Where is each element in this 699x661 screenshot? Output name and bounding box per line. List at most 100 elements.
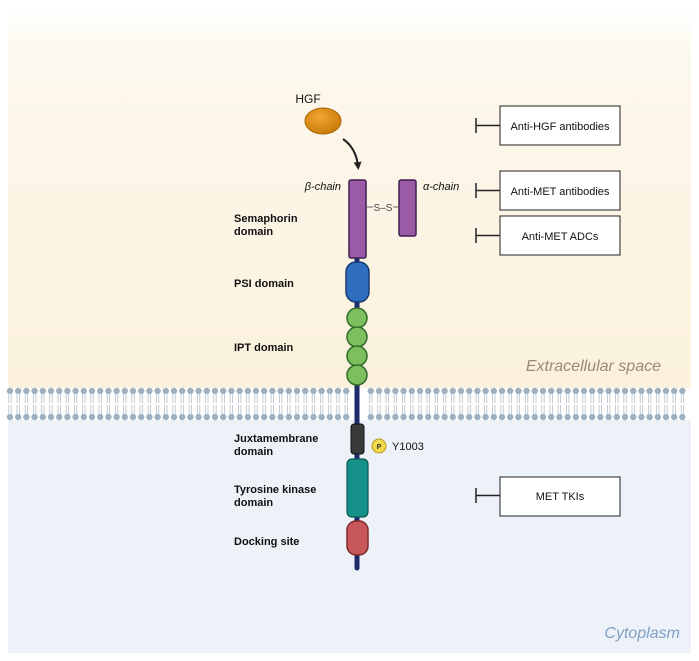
lipid-head: [613, 387, 620, 395]
lipid-head: [572, 413, 579, 421]
lipid-head: [170, 413, 178, 421]
lipid-head: [72, 413, 79, 421]
lipid-head: [121, 413, 128, 421]
lipid-head: [228, 387, 235, 395]
lipid-head: [548, 413, 555, 421]
lipid-head: [211, 387, 219, 395]
cell-membrane: [6, 387, 686, 421]
lipid-head: [64, 387, 71, 395]
lipid-head: [515, 387, 522, 395]
lipid-head: [523, 387, 530, 395]
lipid-head: [400, 387, 407, 395]
lipid-head: [367, 413, 374, 421]
lipid-head: [589, 387, 596, 395]
lipid-head: [129, 387, 137, 395]
lipid-head: [277, 387, 284, 395]
hgf-label: HGF: [295, 92, 320, 106]
lipid-head: [179, 413, 186, 421]
hgf-ligand: [304, 107, 342, 135]
lipid-head: [597, 387, 604, 395]
lipid-head: [88, 387, 96, 395]
lipid-head: [654, 387, 661, 395]
lipid-head: [47, 413, 55, 421]
lipid-head: [384, 387, 391, 395]
lipid-head: [154, 413, 161, 421]
lipid-head: [261, 387, 268, 395]
lipid-head: [334, 413, 342, 421]
lipid-head: [6, 387, 14, 395]
lipid-head: [252, 387, 260, 395]
semaphorin-domain-label: Semaphorin domain: [234, 213, 301, 238]
lipid-head: [56, 413, 63, 421]
lipid-head: [203, 413, 210, 421]
disulfide-label: S–S: [374, 203, 393, 214]
lipid-head: [572, 387, 579, 395]
lipid-head: [244, 387, 251, 395]
lipid-head: [97, 387, 104, 395]
semaphorin-domain-beta-chain: [348, 179, 367, 259]
lipid-head: [605, 387, 612, 395]
lipid-head: [613, 413, 620, 421]
alpha-chain-label: α-chain: [423, 181, 459, 193]
lipid-head: [326, 413, 333, 421]
anti-met-adcs-label: Anti-MET ADCs: [522, 231, 599, 243]
lipid-head: [72, 387, 79, 395]
lipid-head: [433, 413, 440, 421]
phosphorylation-site: [371, 438, 387, 454]
lipid-head: [638, 413, 645, 421]
lipid-head: [408, 387, 415, 395]
lipid-head: [244, 413, 251, 421]
lipid-head: [556, 413, 563, 421]
lipid-head: [187, 387, 194, 395]
lipid-head: [162, 387, 169, 395]
lipid-head: [88, 413, 96, 421]
lipid-head: [548, 387, 555, 395]
lipid-head: [15, 413, 22, 421]
lipid-head: [474, 387, 481, 395]
lipid-head: [646, 387, 653, 395]
tyrosine-kinase-domain: [346, 458, 369, 518]
lipid-head: [228, 413, 235, 421]
lipid-head: [597, 413, 604, 421]
y1003-label: Y1003: [392, 441, 424, 453]
lipid-head: [211, 413, 219, 421]
lipid-head: [621, 387, 629, 395]
lipid-head: [539, 387, 547, 395]
lipid-head: [334, 387, 342, 395]
lipid-head: [416, 413, 424, 421]
beta-chain-label: β-chain: [304, 181, 341, 193]
inhibitor-met-tkis: MET TKIs: [475, 476, 621, 517]
lipid-head: [375, 387, 383, 395]
lipid-head: [384, 413, 391, 421]
lipid-head: [457, 413, 465, 421]
lipid-head: [375, 413, 383, 421]
lipid-head: [449, 387, 456, 395]
lipid-head: [15, 387, 22, 395]
lipid-head: [564, 413, 571, 421]
lipid-head: [400, 413, 407, 421]
lipid-head: [531, 413, 538, 421]
lipid-head: [605, 413, 612, 421]
lipid-head: [23, 413, 30, 421]
lipid-head: [416, 387, 424, 395]
lipid-head: [318, 413, 325, 421]
docking-site: [346, 520, 369, 556]
inhibitor-anti-met-adcs: Anti-MET ADCs: [475, 215, 621, 256]
cytoplasm-label: Cytoplasm: [604, 625, 680, 642]
lipid-head: [64, 413, 71, 421]
lipid-head: [236, 413, 243, 421]
lipid-head: [490, 387, 497, 395]
lipid-head: [203, 387, 210, 395]
lipid-head: [146, 413, 153, 421]
lipid-head: [285, 413, 292, 421]
lipid-head: [285, 387, 292, 395]
extracellular-space-label: Extracellular space: [526, 358, 661, 375]
lipid-head: [367, 387, 374, 395]
lipid-head: [310, 413, 317, 421]
lipid-head: [621, 413, 629, 421]
lipid-head: [630, 413, 637, 421]
lipid-head: [195, 387, 202, 395]
lipid-head: [408, 413, 415, 421]
lipid-head: [293, 413, 301, 421]
lipid-head: [121, 387, 128, 395]
